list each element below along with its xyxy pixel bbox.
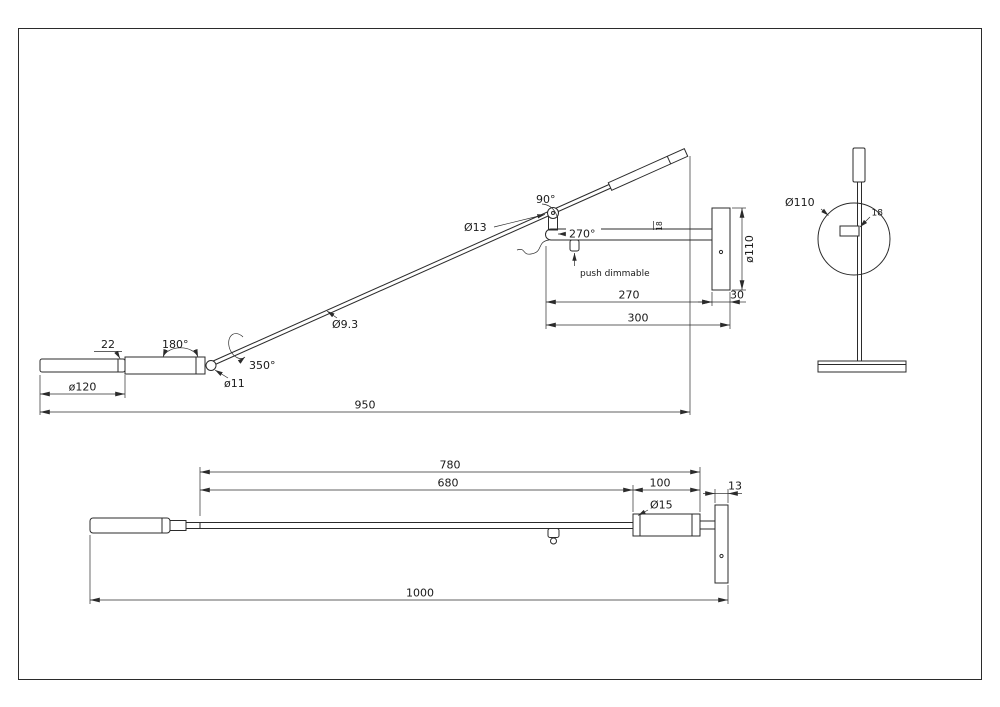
lamp-head-side <box>39 358 126 373</box>
head-rotation-arc <box>162 347 199 358</box>
dim-plate-diameter-side: ø110 <box>743 235 756 263</box>
counterweight-top <box>632 513 701 537</box>
angle-rod-rotation: 350° <box>249 359 276 372</box>
dim-arm-length: 270 <box>619 289 640 302</box>
side-view: 22 180° 350° ø11 ø120 Ø9.3 Ø13 90° 270° … <box>39 148 756 415</box>
elbow-angle-arc <box>541 203 558 217</box>
lamp-head-top <box>89 517 171 534</box>
rod-rotation-arc <box>228 333 246 364</box>
dim-horizontal-reach: 950 <box>355 399 376 412</box>
angle-head-rotation: 180° <box>162 338 189 351</box>
dimmer-button <box>569 239 580 252</box>
wall-plate-side <box>711 207 731 291</box>
head-joint-top <box>169 520 187 531</box>
front-view: Ø110 18 <box>785 147 907 373</box>
dim-arm-tube-front: 18 <box>872 209 884 219</box>
top-view-dimensions <box>89 467 742 604</box>
dim-plate-diameter-front: Ø110 <box>785 196 815 209</box>
dim-overall-length: 1000 <box>406 587 434 600</box>
side-view-dimensions <box>39 156 746 415</box>
elbow-bracket-top <box>547 528 560 538</box>
wall-plate-top <box>714 504 729 584</box>
dim-head-diameter: ø120 <box>69 381 97 394</box>
angle-elbow: 90° <box>536 193 556 206</box>
dim-arm-tube-side: 18 <box>655 221 664 231</box>
head-pivot <box>205 360 217 371</box>
dimmer-button-top <box>550 537 557 545</box>
counterweight <box>607 148 689 191</box>
dim-rod-length: 780 <box>440 459 461 472</box>
head-hub <box>124 356 206 375</box>
front-view-geometry <box>817 147 907 373</box>
dim-rod-exposed: 680 <box>438 477 459 490</box>
dim-arm-overall: 300 <box>628 312 649 325</box>
wall-plate-front <box>817 202 891 276</box>
front-view-dimensions <box>820 208 871 228</box>
dim-housing-length: 100 <box>650 477 671 490</box>
dim-plate-depth: 30 <box>730 289 744 302</box>
elbow-pivot <box>547 207 559 219</box>
dia-tube: Ø15 <box>650 499 673 512</box>
dim-head-thickness: 22 <box>101 338 115 351</box>
side-view-geometry <box>39 148 731 375</box>
dia-rod: Ø9.3 <box>332 318 358 331</box>
push-dimmable-label: push dimmable <box>580 269 650 279</box>
label-backing <box>566 227 601 239</box>
lamp-head-front <box>817 360 907 373</box>
cord <box>516 239 550 255</box>
dia-fork: ø11 <box>224 377 245 390</box>
dim-plate-thickness: 13 <box>728 480 742 493</box>
sheet-border <box>18 28 982 680</box>
arm-stub-front <box>839 225 860 237</box>
top-view-geometry <box>89 504 729 584</box>
top-view: 780 680 100 13 Ø15 1000 <box>89 459 742 604</box>
dia-pivot: Ø13 <box>464 221 487 234</box>
angle-arm-rotation: 270° <box>569 228 596 241</box>
counterweight-front <box>852 147 866 183</box>
